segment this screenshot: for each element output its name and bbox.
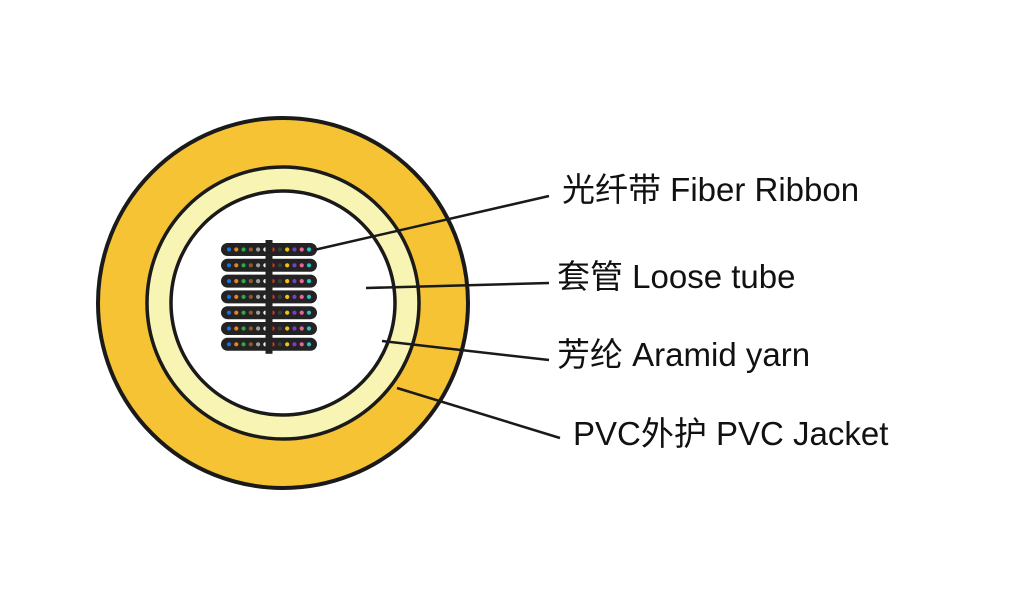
fiber-dot: [277, 342, 283, 347]
fiber-dot: [226, 279, 232, 284]
fiber-dot: [234, 326, 239, 331]
fiber-dot: [285, 326, 290, 331]
fiber-dot: [234, 263, 239, 268]
fiber-dot: [255, 326, 261, 331]
fiber-dot: [234, 247, 239, 252]
leader-line-pvc-jacket: [396, 386, 561, 440]
fiber-dot: [277, 279, 283, 284]
fiber-dot: [241, 326, 246, 331]
fiber-dot: [255, 279, 261, 284]
leader-line-fiber-ribbon: [313, 194, 550, 252]
ribbon-center-binder: [265, 240, 273, 354]
fiber-dot: [299, 279, 304, 284]
fiber-dot: [277, 326, 283, 331]
fiber-dot: [292, 279, 297, 284]
fiber-dot: [299, 310, 304, 315]
fiber-dot: [277, 263, 283, 268]
fiber-dot: [226, 342, 232, 347]
fiber-dot: [226, 263, 232, 268]
fiber-dot: [234, 310, 239, 315]
label-fiber-ribbon: 光纤带 Fiber Ribbon: [562, 171, 859, 208]
fiber-dot: [248, 294, 253, 299]
fiber-dot: [292, 263, 297, 268]
fiber-dot: [248, 263, 253, 268]
label-pvc-jacket: PVC外护 PVC Jacket: [573, 415, 888, 452]
fiber-dot: [248, 342, 253, 347]
fiber-dot: [285, 310, 290, 315]
fiber-dot: [292, 247, 297, 252]
fiber-dot: [285, 247, 290, 252]
fiber-dot: [299, 342, 304, 347]
fiber-dot: [255, 247, 261, 252]
fiber-dot: [306, 263, 312, 268]
fiber-dot: [285, 263, 290, 268]
leader-line-loose-tube: [365, 281, 550, 290]
label-aramid-yarn: 芳纶 Aramid yarn: [557, 336, 810, 373]
fiber-dot: [241, 294, 246, 299]
fiber-dot: [306, 310, 312, 315]
leader-line-aramid-yarn: [381, 339, 550, 362]
fiber-dot: [292, 326, 297, 331]
fiber-dot: [248, 326, 253, 331]
fiber-dot: [255, 263, 261, 268]
fiber-dot: [306, 279, 312, 284]
fiber-dot: [292, 342, 297, 347]
fiber-dot: [306, 342, 312, 347]
fiber-dot: [248, 279, 253, 284]
fiber-dot: [255, 342, 261, 347]
fiber-dot: [241, 263, 246, 268]
fiber-dot: [234, 294, 239, 299]
fiber-dot: [292, 294, 297, 299]
fiber-dot: [306, 247, 312, 252]
fiber-dot: [248, 247, 253, 252]
fiber-dot: [248, 310, 253, 315]
fiber-dot: [226, 294, 232, 299]
fiber-dot: [241, 310, 246, 315]
fiber-dot: [299, 326, 304, 331]
fiber-ribbon-stack: [221, 240, 317, 354]
fiber-dot: [226, 326, 232, 331]
fiber-dot: [277, 247, 283, 252]
fiber-dot: [255, 294, 261, 299]
fiber-dot: [285, 279, 290, 284]
label-loose-tube: 套管 Loose tube: [557, 258, 795, 295]
fiber-dot: [277, 294, 283, 299]
fiber-dot: [285, 342, 290, 347]
fiber-dot: [306, 294, 312, 299]
fiber-dot: [292, 310, 297, 315]
fiber-dot: [285, 294, 290, 299]
fiber-dot: [306, 326, 312, 331]
fiber-dot: [299, 294, 304, 299]
fiber-dot: [234, 342, 239, 347]
fiber-dot: [226, 310, 232, 315]
fiber-dot: [299, 247, 304, 252]
fiber-dot: [234, 279, 239, 284]
fiber-dot: [299, 263, 304, 268]
fiber-dot: [241, 279, 246, 284]
fiber-dot: [255, 310, 261, 315]
fiber-dot: [226, 247, 232, 252]
fiber-dot: [241, 342, 246, 347]
fiber-dot: [277, 310, 283, 315]
fiber-dot: [241, 247, 246, 252]
